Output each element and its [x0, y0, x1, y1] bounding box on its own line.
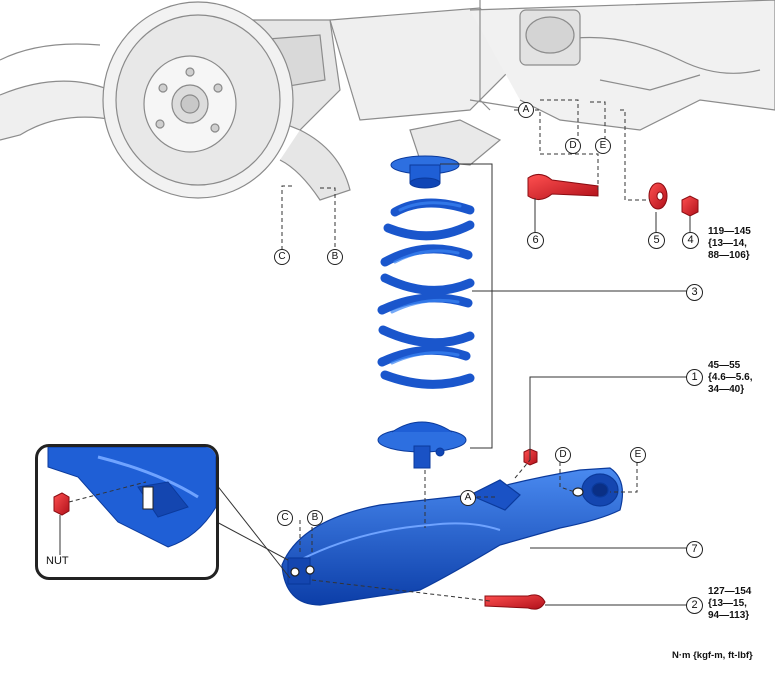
mark-a-top: A: [518, 102, 534, 118]
solid-leaders: [204, 163, 691, 606]
nut-label: NUT: [46, 555, 69, 567]
torque-spec-item4: 119—145 {13—14, 88—106}: [708, 226, 751, 261]
callout-3: 3: [686, 284, 703, 301]
inset-artwork: [47, 447, 216, 555]
callout-4: 4: [682, 232, 699, 249]
upper-spring-seat: [390, 155, 460, 189]
mark-e-top: E: [595, 138, 611, 154]
torque-spec-item2: 127—154 {13—15, 94—113}: [708, 586, 752, 621]
mark-e-bottom: E: [630, 447, 646, 463]
callout-5: 5: [648, 232, 665, 249]
brake-disc-art: [102, 1, 294, 199]
mark-b-bottom: B: [307, 510, 323, 526]
nut-detail-inset: NUT: [35, 444, 219, 580]
mark-c-bottom: C: [277, 510, 293, 526]
callout-2: 2: [686, 597, 703, 614]
mark-a-bottom: A: [460, 490, 476, 506]
mark-b-top: B: [327, 249, 343, 265]
callout-7: 7: [686, 541, 703, 558]
units-note: N·m {kgf-m, ft-lbf}: [672, 650, 753, 661]
dashed-leaders: [281, 99, 650, 602]
lower-spring-seat: [377, 421, 467, 469]
coil-spring: [377, 198, 475, 389]
lower-arm: [281, 467, 623, 606]
mark-c-top: C: [274, 249, 290, 265]
callout-6: 6: [527, 232, 544, 249]
callout-1: 1: [686, 369, 703, 386]
fasteners: [484, 174, 699, 610]
mark-d-top: D: [565, 138, 581, 154]
torque-spec-item1: 45—55 {4.6—5.6, 34—40}: [708, 360, 753, 395]
mark-d-bottom: D: [555, 447, 571, 463]
